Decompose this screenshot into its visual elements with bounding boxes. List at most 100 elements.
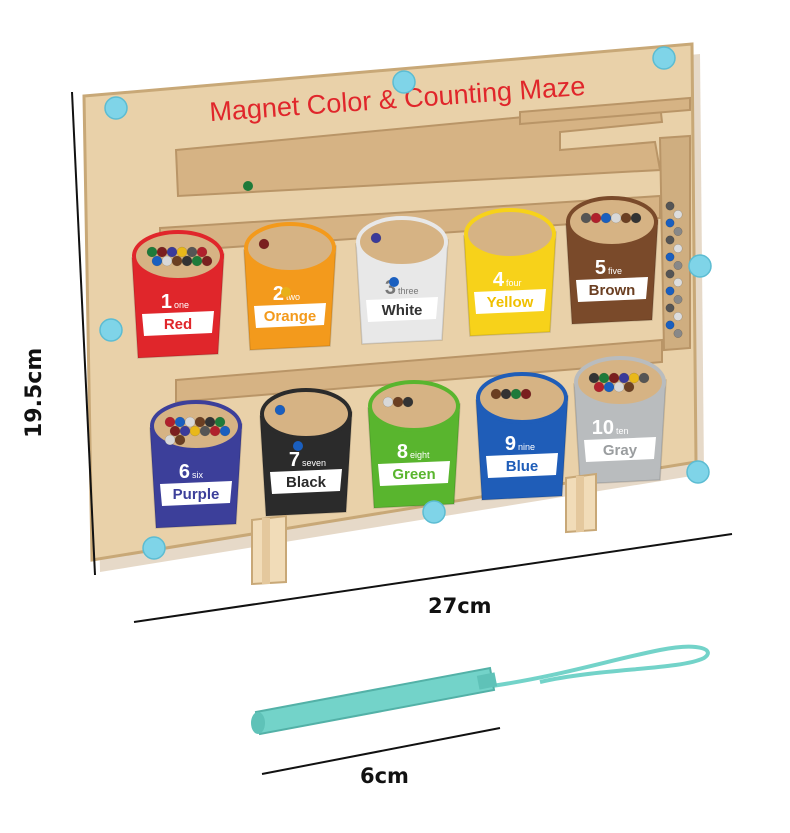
width-dimension-line	[133, 533, 733, 623]
bucket-number-word: seven	[302, 458, 326, 468]
bead	[181, 255, 193, 267]
bucket-opening	[260, 388, 352, 440]
bead	[164, 434, 176, 446]
bucket-number: 6	[179, 461, 190, 483]
bead	[610, 212, 622, 224]
bucket-label-panel	[378, 461, 450, 486]
bucket-number: 9	[505, 433, 516, 455]
bucket-number-word: nine	[518, 442, 535, 452]
bead	[598, 372, 610, 384]
board-stand-right	[565, 472, 597, 534]
width-label: 27cm	[428, 594, 492, 618]
bead	[600, 212, 612, 224]
bucket-color-name: Red	[164, 316, 192, 333]
wand-length-label: 6cm	[360, 764, 409, 788]
peg	[99, 318, 123, 342]
bead	[603, 381, 615, 393]
peg	[686, 460, 710, 484]
bucket-label-panel	[474, 289, 546, 314]
bead	[199, 425, 211, 437]
bucket-label-panel	[160, 481, 232, 506]
bead	[382, 396, 394, 408]
bucket-color-name: Blue	[506, 458, 539, 475]
bead	[590, 212, 602, 224]
bead	[179, 425, 191, 437]
bead	[673, 278, 683, 287]
bucket-number: 1	[161, 291, 172, 313]
middle-channel	[175, 338, 663, 404]
bucket-number: 3	[385, 277, 396, 299]
peg	[392, 70, 416, 94]
bead	[176, 246, 188, 258]
bucket-number-word: two	[286, 292, 300, 302]
bead	[628, 372, 640, 384]
bucket-number: 8	[397, 441, 408, 463]
bucket-label-panel	[486, 453, 558, 478]
bead	[580, 212, 592, 224]
bucket-color-name: Green	[392, 466, 435, 483]
bucket-number: 5	[595, 257, 606, 279]
peg	[688, 254, 712, 278]
bead	[623, 381, 635, 393]
bead	[219, 425, 231, 437]
top-return-channel	[519, 96, 691, 126]
bead	[673, 295, 683, 304]
bead	[618, 372, 630, 384]
bucket-number-word: one	[174, 300, 189, 310]
bucket-color-name: Brown	[589, 282, 636, 299]
bead	[665, 303, 675, 313]
bead	[156, 246, 168, 258]
bucket-label-panel	[142, 311, 214, 336]
bucket-number: 2	[273, 283, 284, 305]
bucket-label-panel	[576, 277, 648, 302]
bead	[673, 261, 683, 270]
bead	[196, 246, 208, 258]
bucket-color-name: Black	[286, 474, 327, 491]
bead	[665, 320, 675, 330]
bead	[673, 210, 683, 219]
right-channel	[658, 134, 691, 352]
board-stand-left	[251, 514, 287, 586]
bucket-color-name: Orange	[264, 308, 317, 325]
bucket-opening	[244, 222, 336, 274]
bead	[520, 388, 532, 400]
bucket-label-panel	[366, 297, 438, 322]
bead	[665, 252, 675, 262]
bucket-label-panel	[270, 469, 342, 494]
bead	[593, 381, 605, 393]
bead	[214, 416, 226, 428]
height-label: 19.5cm	[22, 347, 47, 438]
bead	[613, 381, 625, 393]
bucket-opening	[368, 380, 460, 432]
bead	[665, 201, 675, 211]
bead	[665, 235, 675, 245]
bead	[174, 434, 186, 446]
bead	[630, 212, 642, 224]
bucket-number-word: three	[398, 286, 419, 296]
bucket-opening	[566, 196, 658, 248]
bead	[620, 212, 632, 224]
bead	[510, 388, 522, 400]
peg	[104, 96, 128, 120]
bead	[370, 232, 382, 244]
bucket-color-name: Yellow	[487, 294, 534, 311]
bead	[608, 372, 620, 384]
loose-beads	[243, 181, 399, 451]
bucket-label-panel	[584, 437, 656, 462]
bead	[588, 372, 600, 384]
bead	[274, 404, 286, 416]
bead	[665, 269, 675, 279]
bead	[500, 388, 512, 400]
bucket-opening	[574, 356, 666, 408]
bucket-number: 4	[493, 269, 505, 291]
bucket-number-word: six	[192, 470, 203, 480]
bucket-number: 7	[289, 449, 300, 471]
